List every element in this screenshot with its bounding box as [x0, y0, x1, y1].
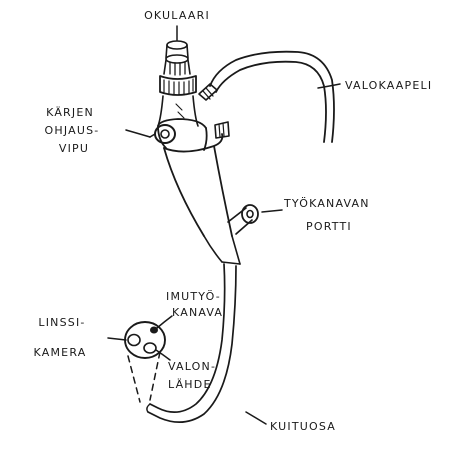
- label-okulaari: OKULAARI: [144, 9, 210, 22]
- distal-tip-drawing: [125, 322, 165, 402]
- handle-body-drawing: [158, 84, 232, 236]
- label-linssi-line1: LINSSI-: [38, 316, 85, 329]
- eyepiece-drawing: [158, 41, 198, 126]
- label-kuituosa: KUITUOSA: [270, 420, 336, 433]
- label-karjen-line1: KÄRJEN: [46, 106, 94, 119]
- label-linssi-line2: KAMERA: [34, 346, 87, 359]
- label-tyokanavan-line2: PORTTI: [306, 220, 352, 233]
- label-valon-line2: LÄHDE: [168, 378, 212, 391]
- labels: OKULAARI VALOKAAPELI KÄRJEN OHJAUS- VIPU…: [34, 9, 433, 433]
- label-tyokanavan-line1: TYÖKANAVAN: [283, 197, 370, 210]
- label-valon-line1: VALON-: [168, 360, 216, 373]
- label-imutyo-line2: KANAVA: [172, 306, 223, 319]
- label-karjen-line2: OHJAUS-: [45, 124, 100, 137]
- label-imutyo-line1: IMUTYÖ-: [166, 290, 221, 303]
- working-channel-port-drawing: [228, 205, 258, 234]
- deflection-lever-drawing: [150, 125, 175, 143]
- label-valokaapeli: VALOKAAPELI: [345, 79, 432, 92]
- label-karjen-line3: VIPU: [59, 142, 89, 155]
